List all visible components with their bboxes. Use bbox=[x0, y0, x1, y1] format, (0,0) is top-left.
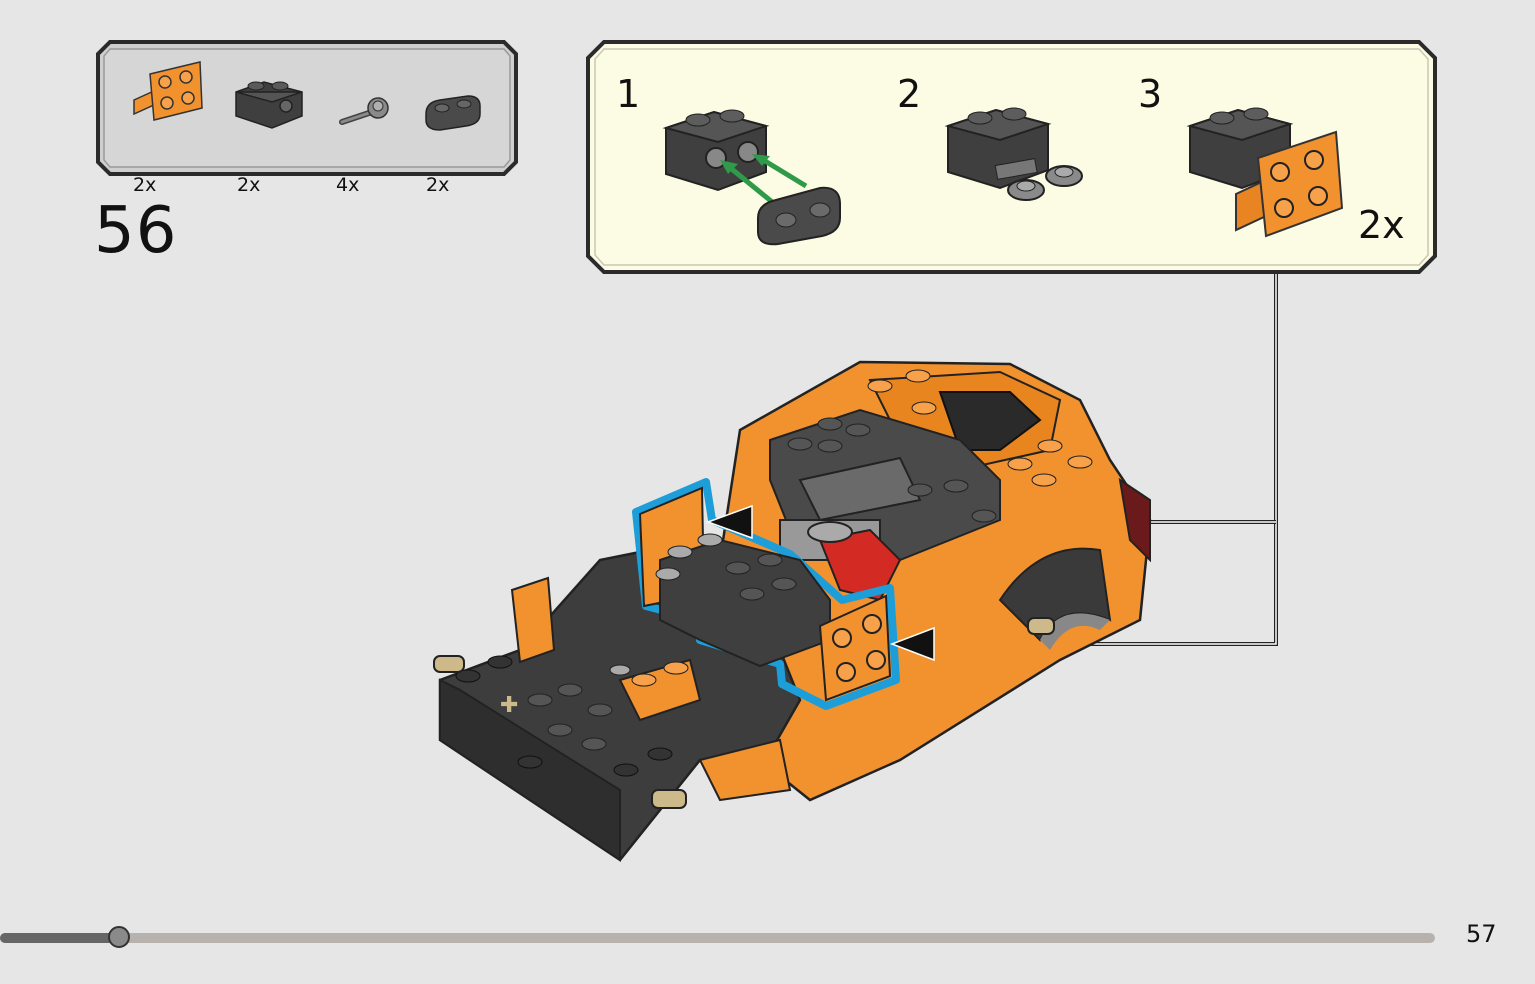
grey-bar-clip-icon bbox=[339, 97, 389, 125]
sub-assembly-frame bbox=[586, 40, 1437, 274]
step-number: 56 bbox=[94, 194, 178, 268]
sub-step-label-1: 1 bbox=[616, 72, 641, 116]
engine-deck bbox=[769, 408, 1001, 602]
sub-assembly-callout: 1 2 3 bbox=[586, 40, 1437, 274]
progress-track bbox=[0, 933, 1435, 943]
sub-step-2-illustration bbox=[944, 107, 1083, 201]
part-count-1: 2x bbox=[133, 174, 157, 196]
sub-step-label-2: 2 bbox=[897, 72, 922, 116]
plus-mark-icon: ✚ bbox=[500, 693, 518, 718]
page-number: 57 bbox=[1466, 920, 1497, 948]
parts-list-frame bbox=[96, 40, 518, 176]
dark-brick-icon bbox=[235, 81, 303, 129]
parts-list-box: 2x 2x 4x 2x bbox=[96, 40, 518, 196]
progress-fill bbox=[0, 933, 119, 943]
progress-knob[interactable] bbox=[108, 926, 130, 948]
part-count-2: 2x bbox=[237, 174, 261, 196]
sub-step-3-illustration bbox=[1186, 107, 1344, 238]
part-count-3: 4x bbox=[336, 174, 360, 196]
placement-arrows bbox=[705, 504, 935, 662]
sub-assembly-multiplier: 2x bbox=[1358, 203, 1405, 247]
sub-step-1-illustration bbox=[662, 109, 841, 246]
orange-bracket-icon bbox=[133, 61, 203, 121]
dark-plate-icon bbox=[425, 95, 481, 131]
part-count-4: 2x bbox=[426, 174, 450, 196]
sub-step-label-3: 3 bbox=[1138, 72, 1163, 116]
